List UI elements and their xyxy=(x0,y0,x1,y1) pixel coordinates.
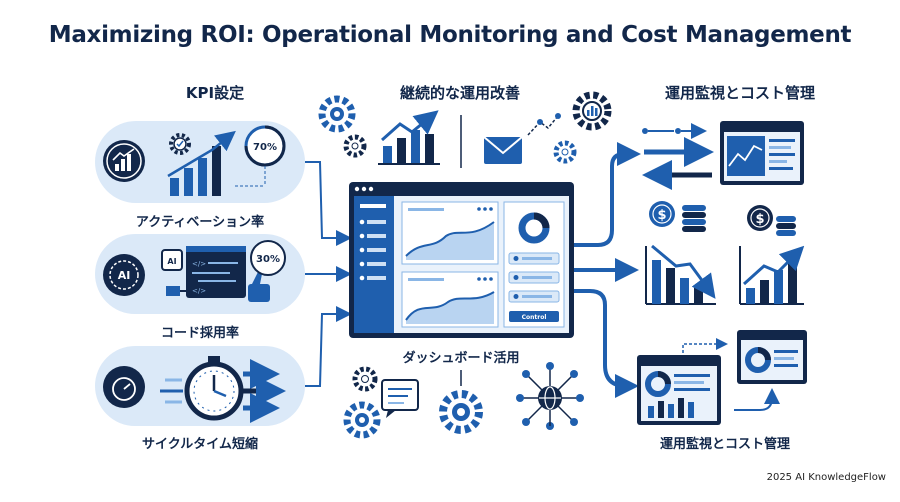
svg-text:</>: </> xyxy=(192,260,206,268)
activation-badge: 70% xyxy=(253,142,277,153)
dashboard-window xyxy=(349,182,574,338)
kpi-card-code-adoption: </> </> xyxy=(95,234,305,314)
ai-icon-label: AI xyxy=(118,269,131,282)
ai-icon xyxy=(103,254,145,296)
svg-text:$: $ xyxy=(657,208,666,223)
growth-chart-icon xyxy=(739,245,805,305)
trend-chart-icon xyxy=(378,110,440,165)
kpi-heading: KPI設定 xyxy=(185,84,245,102)
code-adoption-badge: 30% xyxy=(256,254,280,265)
control-button-label: Control xyxy=(522,314,547,321)
chat-icon xyxy=(381,379,419,418)
gear-icon xyxy=(553,91,612,164)
network-icon xyxy=(516,362,584,430)
code-window-icon: </> </> xyxy=(186,246,246,298)
kpi-card-cycle-time xyxy=(95,346,305,426)
thumbs-up-icon xyxy=(248,272,270,302)
gear-icon xyxy=(318,95,367,158)
svg-text:$: $ xyxy=(755,212,764,227)
report-windows xyxy=(637,330,807,425)
cycle-time-label: サイクルタイム短縮 xyxy=(141,437,259,452)
ai-chip-icon xyxy=(161,249,183,271)
stopwatch-icon xyxy=(184,356,244,421)
svg-text:</>: </> xyxy=(192,287,206,295)
page-title: Maximizing ROI: Operational Monitoring a… xyxy=(48,22,852,48)
dollar-coin-icon: $ $ xyxy=(649,201,796,236)
activation-rate-label: アクティベーション率 xyxy=(135,215,265,230)
decline-chart-icon xyxy=(645,244,716,305)
monitoring-heading: 運用監視とコスト管理 xyxy=(664,84,815,102)
bar-chart-icon xyxy=(103,140,145,182)
improvement-heading: 継続的な運用改善 xyxy=(399,84,520,102)
gear-icon xyxy=(343,366,483,439)
kpi-card-activation xyxy=(95,121,305,203)
ai-chip-label: AI xyxy=(167,257,176,266)
gear-icon xyxy=(169,133,191,155)
dashboard-caption: ダッシュボード活用 xyxy=(402,351,520,366)
speed-icon xyxy=(103,366,145,408)
code-adoption-label: コード採用率 xyxy=(160,326,239,341)
speed-arrows-icon xyxy=(160,359,286,423)
footer-credit: 2025 AI KnowledgeFlow xyxy=(766,472,886,483)
monitoring-caption: 運用監視とコスト管理 xyxy=(659,437,790,452)
monitor-window xyxy=(720,121,804,185)
arrows-exchange-icon xyxy=(642,123,714,190)
envelope-icon xyxy=(483,136,523,164)
